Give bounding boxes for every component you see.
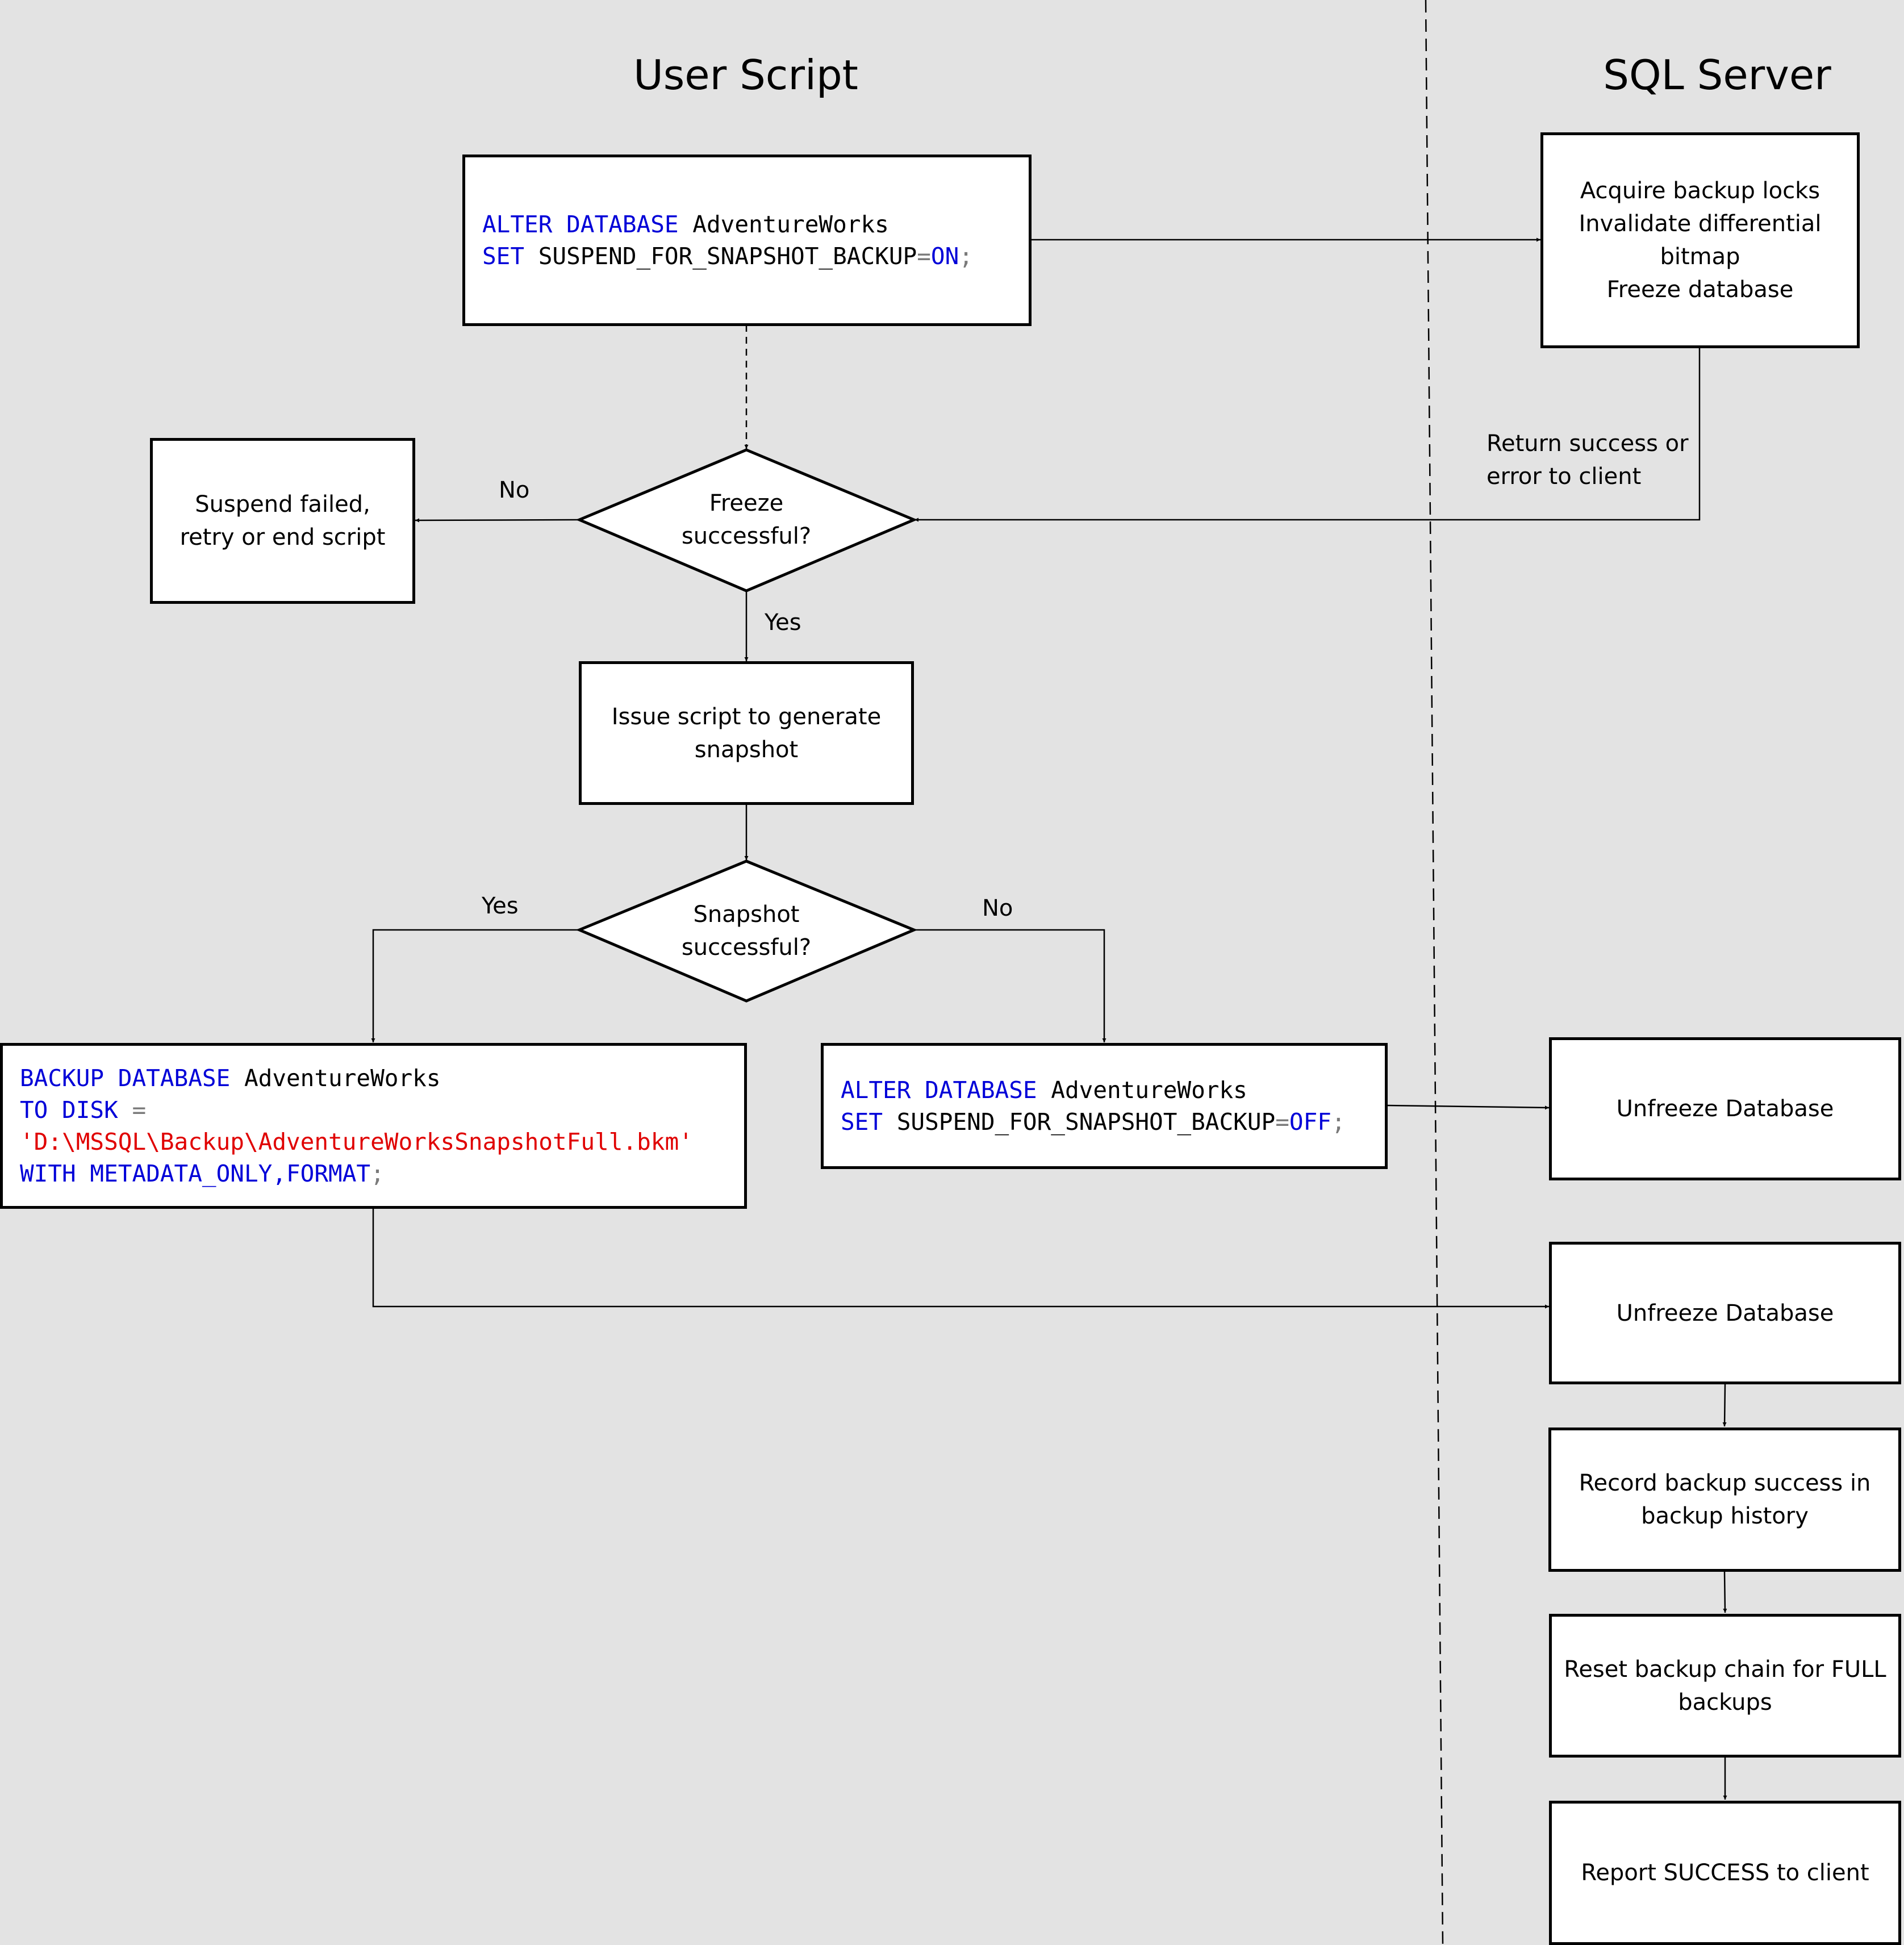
text-line: snapshot [694, 736, 799, 763]
code-token: 'D:\MSSQL\Backup\AdventureWorksSnapshotF… [20, 1128, 693, 1155]
arrow-snapshot-no [914, 929, 1107, 1042]
arrow-suspend-off-to-unfreeze [1386, 1104, 1550, 1110]
code-line: ALTER DATABASE AdventureWorks [841, 1074, 1247, 1106]
text-line: backups [1678, 1689, 1772, 1716]
decision-snapshot-label: Snapshot successful? [682, 898, 811, 964]
label-return-success: Return success or error to client [1487, 427, 1689, 493]
text-line: Unfreeze Database [1616, 1096, 1834, 1122]
code-token: ; [959, 243, 973, 270]
code-token: TO DISK [20, 1096, 118, 1124]
code-line: SET SUSPEND_FOR_SNAPSHOT_BACKUP=ON; [482, 240, 973, 272]
text-line: successful? [681, 934, 812, 961]
code-line: BACKUP DATABASE AdventureWorks [20, 1062, 441, 1094]
code-token: = [132, 1096, 147, 1124]
arrow-backup-to-unfreeze [372, 1208, 1549, 1309]
text-line: Unfreeze Database [1616, 1300, 1834, 1326]
decision-freeze-shape [575, 448, 918, 592]
code-line: TO DISK = [20, 1094, 146, 1126]
label-snapshot-yes: Yes [482, 893, 519, 919]
code-line: WITH METADATA_ONLY,FORMAT; [20, 1158, 385, 1189]
lane-title-user-script: User Script [633, 51, 858, 99]
code-token: = [1275, 1108, 1289, 1136]
box-suspend-failed: Suspend failed, retry or end script [150, 438, 415, 604]
code-token: ; [1331, 1108, 1346, 1136]
text-line: Reset backup chain for FULL [1564, 1656, 1886, 1683]
box-record-history: Record backup success in backup history [1548, 1428, 1901, 1572]
code-token [118, 1096, 132, 1124]
text-line: Report SUCCESS to client [1581, 1860, 1869, 1886]
code-token: BACKUP DATABASE [20, 1065, 231, 1092]
code-line: 'D:\MSSQL\Backup\AdventureWorksSnapshotF… [20, 1126, 693, 1158]
code-line: SET SUSPEND_FOR_SNAPSHOT_BACKUP=OFF; [841, 1106, 1346, 1138]
label-freeze-yes: Yes [765, 610, 801, 636]
label-freeze-no: No [499, 477, 530, 503]
swimlane-divider [1425, 0, 1444, 1945]
box-issue-script: Issue script to generate snapshot [579, 661, 914, 805]
code-line: ALTER DATABASE AdventureWorks [482, 208, 889, 240]
code-token: ALTER DATABASE [482, 211, 679, 238]
text-line: Return success or [1487, 431, 1689, 457]
box-reset-chain: Reset backup chain for FULL backups [1549, 1614, 1901, 1758]
code-token: = [917, 243, 931, 270]
decision-snapshot-shape [575, 859, 918, 1003]
text-line: bitmap [1660, 244, 1740, 270]
box-unfreeze-on-failure: Unfreeze Database [1549, 1037, 1901, 1180]
arrow-acquire-return [915, 348, 1701, 522]
code-token: ; [370, 1160, 385, 1187]
code-token: SET [841, 1108, 883, 1136]
text-line: Snapshot [693, 901, 800, 928]
code-token: AdventureWorks [230, 1065, 441, 1092]
text-line: backup history [1641, 1503, 1809, 1529]
text-line: retry or end script [179, 524, 386, 550]
text-line: Freeze [709, 490, 784, 516]
text-line: Issue script to generate [611, 703, 882, 730]
decision-freeze-label: Freeze successful? [682, 487, 811, 553]
code-token: ON [930, 243, 959, 270]
code-token: WITH METADATA_ONLY,FORMAT [20, 1160, 371, 1187]
text-line: Suspend failed, [195, 491, 370, 517]
code-token: SET [482, 243, 525, 270]
text-line: Record backup success in [1579, 1470, 1871, 1496]
text-line: Acquire backup locks [1580, 178, 1821, 204]
box-report-success: Report SUCCESS to client [1549, 1801, 1901, 1945]
label-snapshot-no: No [982, 895, 1013, 921]
code-token: OFF [1289, 1108, 1331, 1136]
text-line: successful? [681, 523, 812, 549]
code-token: AdventureWorks [678, 211, 889, 238]
box-unfreeze-on-success: Unfreeze Database [1549, 1242, 1901, 1384]
arrow-snapshot-yes [371, 929, 579, 1042]
code-token: AdventureWorks [1037, 1076, 1247, 1104]
code-token: SUSPEND_FOR_SNAPSHOT_BACKUP [883, 1108, 1276, 1136]
code-token: SUSPEND_FOR_SNAPSHOT_BACKUP [524, 243, 917, 270]
text-line: Freeze database [1606, 277, 1794, 303]
code-token: ALTER DATABASE [841, 1076, 1037, 1104]
text-line: error to client [1487, 464, 1642, 490]
lane-title-sql-server: SQL Server [1603, 51, 1831, 99]
text-line: Invalidate differential [1579, 211, 1822, 237]
